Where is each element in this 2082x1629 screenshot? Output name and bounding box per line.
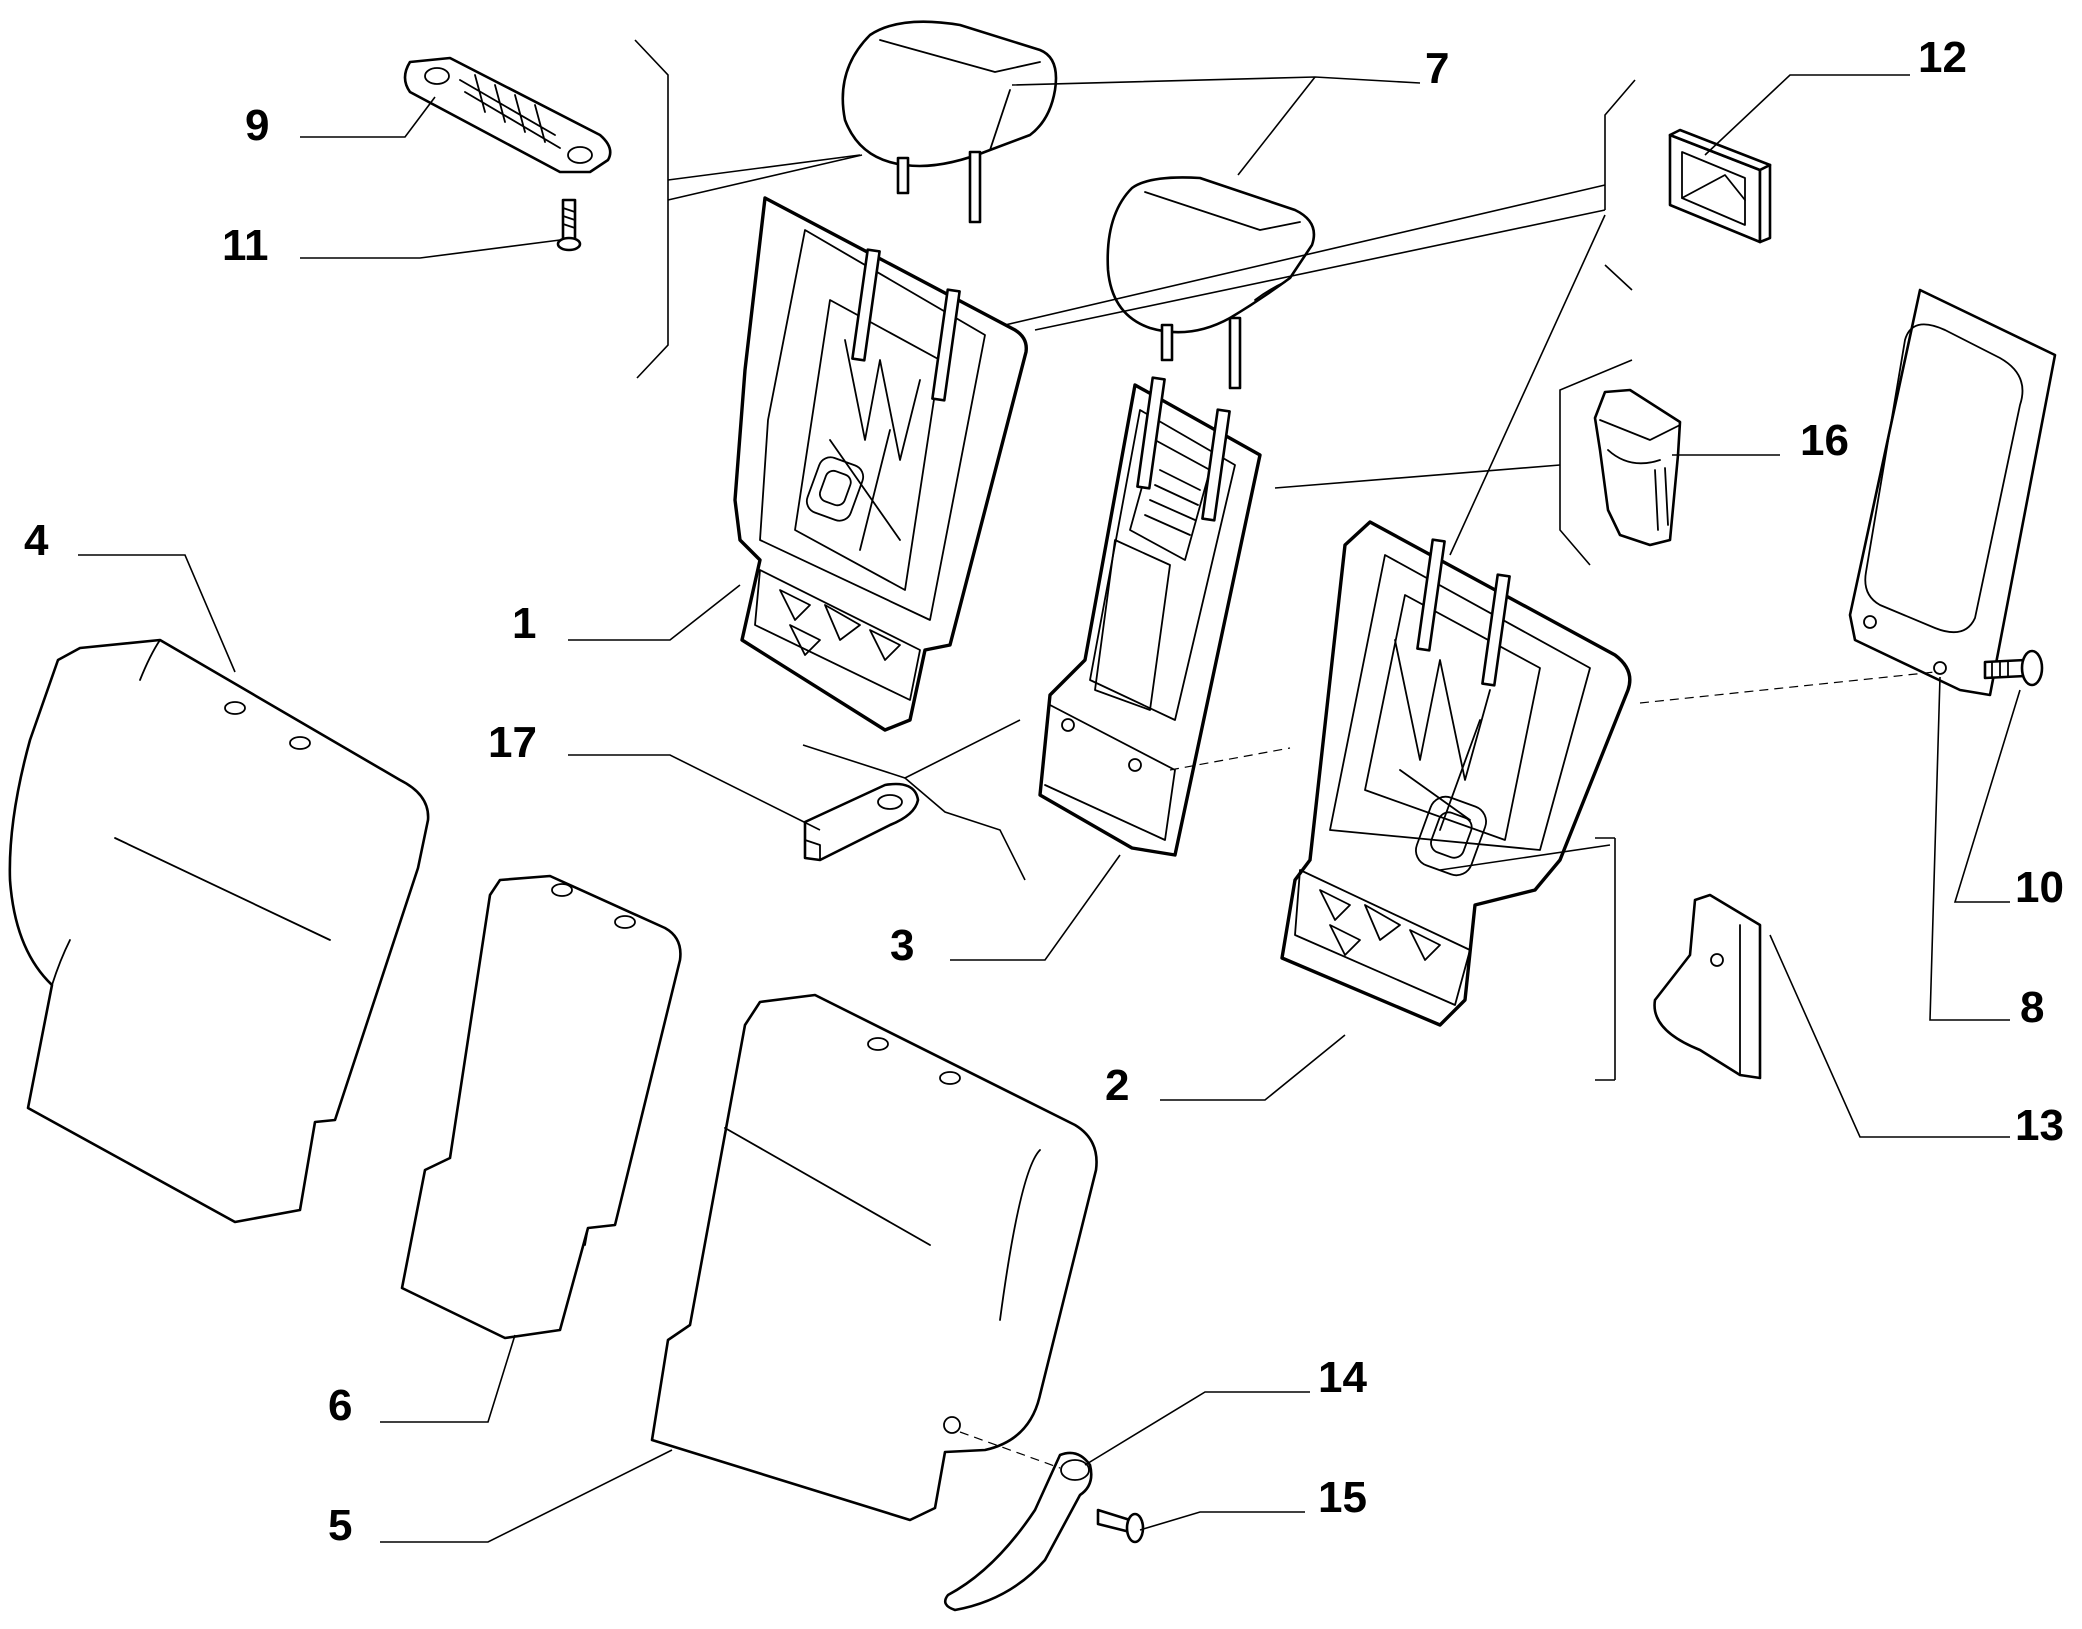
callout-label-11: 11 [222,221,269,270]
callout-label-4: 4 [24,516,49,565]
part-16-clip [1593,388,1682,547]
alignment-lines [959,671,1936,1469]
callout-leaders [78,74,2021,1543]
part-10-bolt [1983,649,2044,687]
part-12-label-plate [1668,128,1772,244]
callout-label-9: 9 [245,101,269,150]
part-4-seat-back-cushion-left [8,638,430,1224]
part-7-headrest-lower [1106,176,1316,390]
callout-label-15: 15 [1318,1473,1367,1522]
part-13-bracket [1653,893,1762,1080]
callout-label-5: 5 [328,1501,352,1550]
part-14-lever [943,1451,1093,1612]
callout-label-7: 7 [1425,44,1449,93]
callout-label-17: 17 [488,718,537,767]
part-1-seat-back-frame-left [733,196,1028,732]
callout-label-16: 16 [1800,416,1849,465]
callout-label-2: 2 [1105,1061,1129,1110]
callout-label-14: 14 [1318,1353,1367,1402]
part-5-seat-back-cushion-right [650,993,1098,1522]
part-3-seat-back-frame-center [1038,376,1262,857]
part-17-latch [803,782,920,862]
callout-label-13: 13 [2015,1101,2064,1150]
part-6-seat-back-cushion-center [400,874,682,1340]
callout-label-10: 10 [2015,863,2064,912]
callout-labels: 1 2 3 4 5 6 7 8 9 10 11 12 13 14 15 16 1… [24,33,2064,1550]
callout-label-1: 1 [512,599,536,648]
callout-label-8: 8 [2020,983,2044,1032]
callout-label-6: 6 [328,1381,352,1430]
callout-label-3: 3 [890,921,914,970]
part-9-trim-bracket [403,56,612,174]
part-7-headrest-upper [841,20,1058,224]
callout-label-12: 12 [1918,33,1967,82]
grouping-brackets [634,39,1636,1081]
part-2-seat-back-frame-right [1280,520,1632,1027]
part-8-side-panel [1848,288,2057,697]
part-15-screw [1096,1508,1145,1544]
part-11-screw [556,198,582,252]
